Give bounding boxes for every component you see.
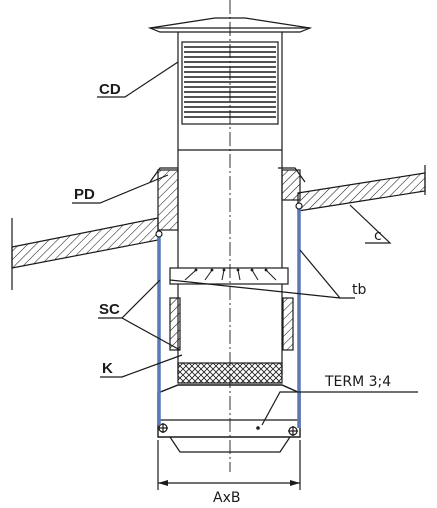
- label-c: c: [374, 228, 382, 244]
- leader-lines: [72, 61, 418, 426]
- label-tb: tb: [352, 282, 366, 298]
- term-dot: [256, 426, 260, 430]
- flow-arrow-head: [222, 268, 226, 272]
- sleeve-insulation: [169, 297, 294, 351]
- flow-arrow: [265, 269, 277, 281]
- label-pd: PD: [74, 186, 95, 203]
- label-sc: SC: [99, 301, 120, 318]
- flow-arrow: [251, 269, 259, 281]
- flow-arrow-head: [194, 268, 198, 272]
- label-term: TERM 3;4: [324, 374, 391, 390]
- bolt-icon: [288, 426, 298, 436]
- flow-distributor: [169, 267, 289, 285]
- label-k: K: [102, 360, 113, 377]
- dimension-axb: [157, 440, 301, 490]
- flow-arrow-head: [264, 268, 268, 272]
- flow-arrow-head: [210, 268, 214, 272]
- flow-arrow-head: [236, 268, 240, 272]
- roof-slab-left: [11, 217, 159, 290]
- flow-arrow: [221, 269, 225, 281]
- label-dimension: AxB: [213, 490, 240, 506]
- label-cd: CD: [99, 81, 121, 98]
- flow-arrow-head: [250, 268, 254, 272]
- roof-slab-right: [297, 165, 426, 212]
- flow-arrow: [237, 269, 241, 281]
- bolt-icon: [158, 423, 168, 433]
- flow-arrow: [184, 269, 197, 281]
- support-rods: [155, 202, 303, 428]
- flow-arrow: [204, 269, 213, 281]
